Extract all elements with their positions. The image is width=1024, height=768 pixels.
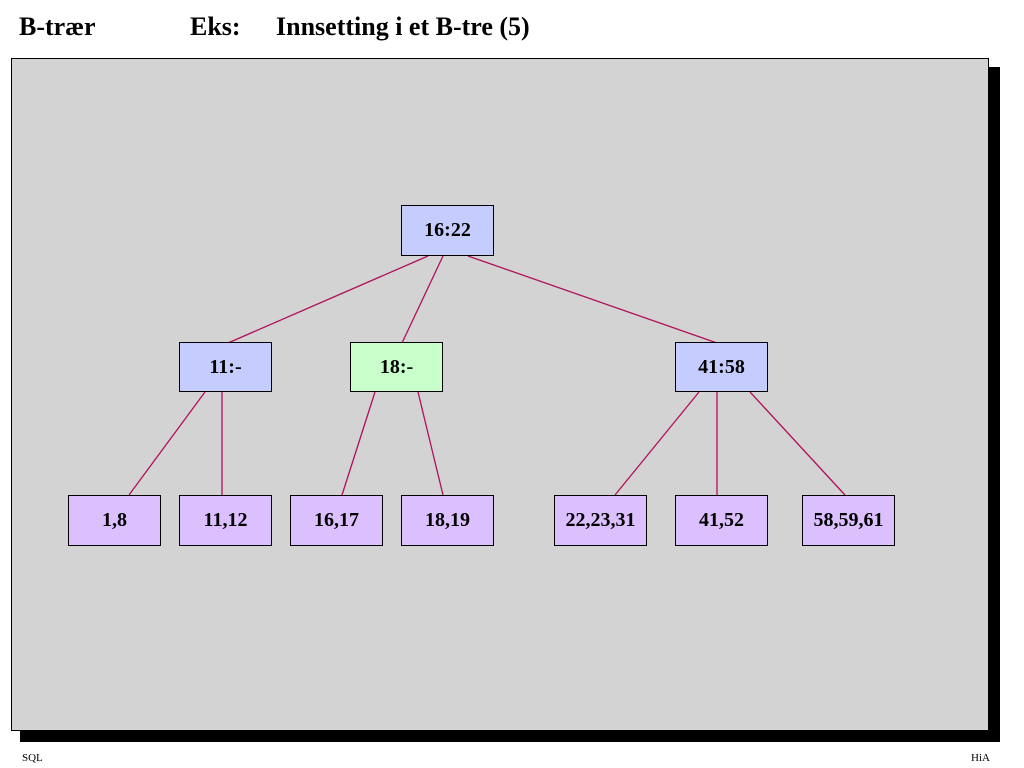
internal-node-41: 41:58	[675, 342, 768, 392]
root-node: 16:22	[401, 205, 494, 256]
edge-n18-l4	[417, 391, 444, 496]
edge-n41-l7	[749, 391, 846, 496]
edge-n11-l1	[128, 391, 206, 496]
section-title: B-trær	[19, 12, 96, 41]
leaf-node-3: 16,17	[290, 495, 383, 546]
diagram-panel	[11, 58, 989, 731]
internal-node-11: 11:-	[179, 342, 272, 392]
leaf-node-2: 11,12	[179, 495, 272, 546]
edge-root-n18	[401, 255, 444, 344]
leaf-node-1: 1,8	[68, 495, 161, 546]
leaf-node-7: 58,59,61	[802, 495, 895, 546]
new-node-18: 18:-	[350, 342, 443, 392]
example-label: Eks:	[190, 12, 241, 41]
footer-right: HiA	[971, 752, 990, 764]
leaf-node-5: 22,23,31	[554, 495, 647, 546]
edge-n41-l5	[614, 391, 700, 496]
footer-left: SQL	[22, 752, 43, 764]
edge-root-n11	[227, 255, 429, 344]
edge-n18-l3	[341, 391, 376, 496]
slide-title: Innsetting i et B-tre (5)	[276, 12, 530, 41]
leaf-node-4: 18,19	[401, 495, 494, 546]
leaf-node-6: 41,52	[675, 495, 768, 546]
edge-root-n41	[467, 255, 718, 344]
